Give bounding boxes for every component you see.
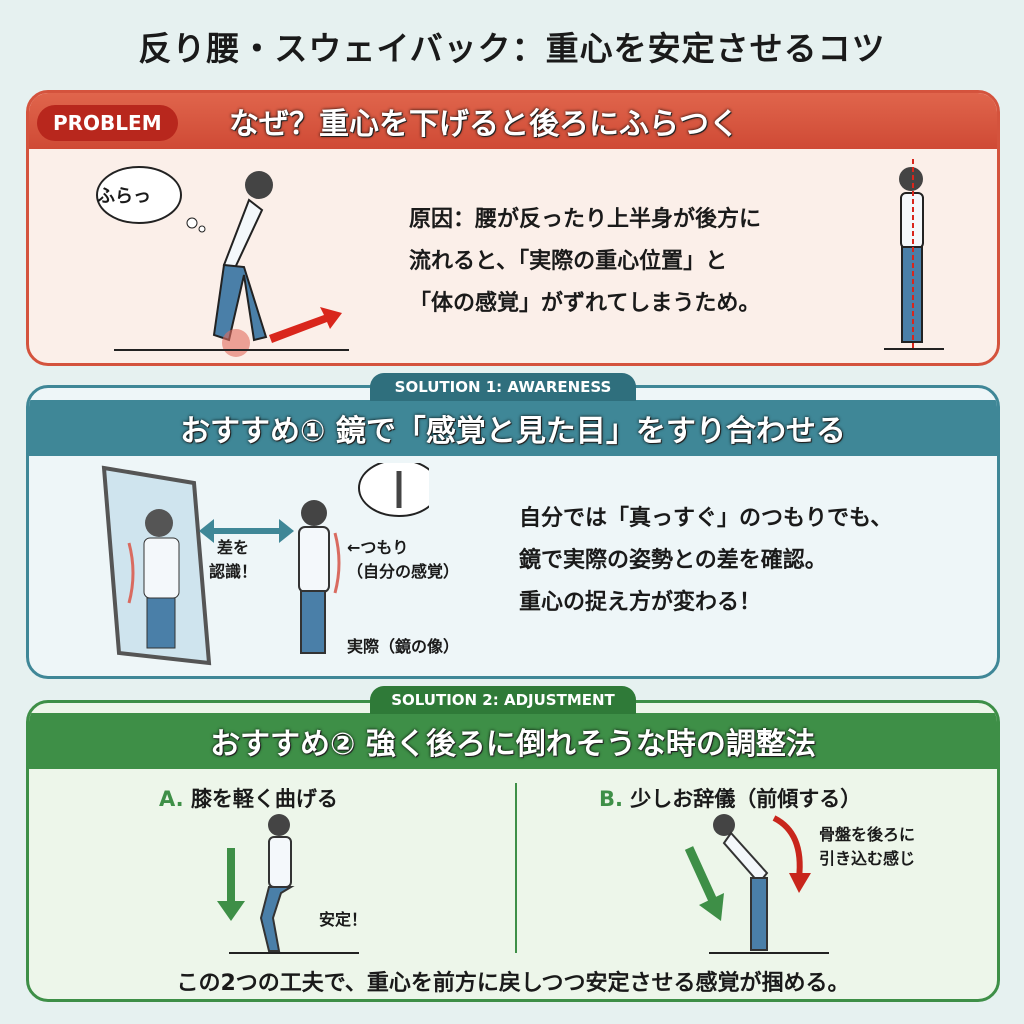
pelvis-note-line: 骨盤を後ろに [819,825,916,844]
problem-panel: PROBLEM なぜ？重心を下げると後ろにふらつく ふらっ 原因：腰が反ったり上… [26,90,1000,366]
knee-bend-illustration [217,814,359,954]
bow-illustration [684,814,829,954]
solution1-line: 自分では「真っすぐ」のつもりでも、 [519,506,893,531]
divider [515,783,517,953]
standing-person-illustration [884,159,944,350]
pelvis-note-line: 引き込む感じ [819,849,916,868]
problem-tag: PROBLEM [37,105,178,141]
actual-label: 実際（鏡の像） [347,637,460,656]
problem-line: 流れると、「実際の重心位置」と [409,249,728,274]
solution1-tag: SOLUTION 1: AWARENESS [370,373,636,401]
method-b-title: B. 少しお辞儀（前傾する） [599,783,861,813]
problem-line: 原因：腰が反ったり上半身が後方に [409,207,762,232]
solution1-line: 鏡で実際の姿勢との差を確認。 [519,548,827,573]
problem-explanation: 原因：腰が反ったり上半身が後方に 流れると、「実際の重心位置」と 「体の感覚」が… [409,199,761,325]
method-b-letter: B. [599,787,623,811]
footer-summary: この2つの工夫で、重心を前方に戻しつつ安定させる感覚が掴める。 [176,971,850,996]
solution2-heading: おすすめ② 強く後ろに倒れそうな時の調整法 [29,713,997,769]
solution2-tag: SOLUTION 2: ADJUSTMENT [370,686,636,714]
problem-header: PROBLEM なぜ？重心を下げると後ろにふらつく [29,93,997,149]
pelvis-note: 骨盤を後ろに 引き込む感じ [819,823,915,871]
method-a-label: 膝を軽く曲げる [190,787,338,811]
intended-line: ←つもり [347,538,409,557]
recognize-line: 差を [217,538,250,557]
problem-heading: なぜ？重心を下げると後ろにふらつく [229,107,739,142]
mirror-illustration [101,463,429,666]
page-title: 反り腰・スウェイバック：重心を安定させるコツ [138,29,886,68]
recognize-label: 差を 認識！ [209,536,257,584]
method-a-title: A. 膝を軽く曲げる [159,783,338,813]
intended-label: ←つもり （自分の感覚） [347,536,459,584]
intended-line: （自分の感覚） [347,562,460,581]
solution2-panel: おすすめ② 強く後ろに倒れそうな時の調整法 A. 膝を軽く曲げる 安定！ B. … [26,700,1000,1002]
solution1-explanation: 自分では「真っすぐ」のつもりでも、 鏡で実際の姿勢との差を確認。 重心の捉え方が… [519,498,892,624]
solution1-line: 重心の捉え方が変わる！ [519,590,762,615]
method-a-letter: A. [159,787,184,811]
problem-line: 「体の感覚」がずれてしまうため。 [409,291,761,316]
solution1-panel: おすすめ① 鏡で「感覚と見た目」をすり合わせる 差を 認識！ ←つもり （自分の… [26,385,1000,679]
recognize-line: 認識！ [209,562,258,581]
solution1-heading: おすすめ① 鏡で「感覚と見た目」をすり合わせる [29,400,997,456]
stable-label: 安定！ [319,910,368,929]
thought-bubble-text: ふらっ [97,186,151,207]
method-b-label: 少しお辞儀（前傾する） [630,787,862,811]
swaying-person-illustration [96,166,349,357]
